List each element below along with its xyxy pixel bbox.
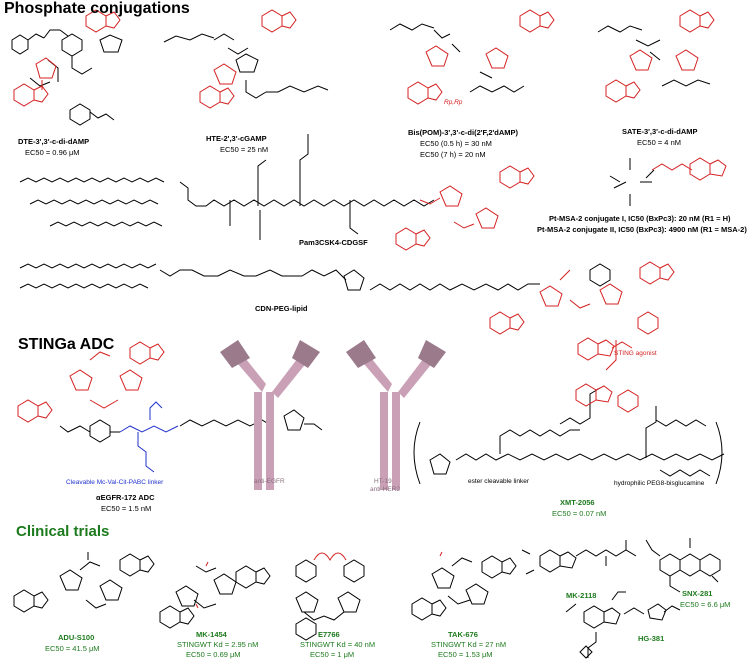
cdnpeg-name: CDN-PEG-lipid (255, 304, 308, 313)
ester-linker-label: ester cleavable linker (468, 478, 530, 485)
ht19-label: HT-19 (374, 478, 392, 485)
hte-structure (163, 33, 329, 99)
egfr-adc-ec50: EC50 = 1.5 nM (101, 504, 152, 513)
egfr-linker-black (59, 409, 323, 443)
mk2118-structure (521, 540, 637, 575)
mk1454-red-marks (195, 561, 209, 609)
section-title-clinical: Clinical trials (16, 523, 110, 540)
cdnpeg-lipid (19, 263, 611, 291)
egfr-adc-name: αEGFR-172 ADC (96, 493, 155, 502)
bispom-ec50-short: EC50 (0.5 h) = 30 nM (420, 139, 492, 148)
e7766-name: E7766 (318, 630, 340, 639)
adu-name: ADU-S100 (58, 633, 95, 642)
pam-cdg-red-part (395, 165, 535, 251)
e7766-red-bridge (313, 552, 347, 562)
hg381-name: HG-381 (638, 634, 665, 643)
linker-label: Cleavable Mc-Val-Cit-PABC linker (66, 479, 164, 486)
section-title-adc: STINGa ADC (18, 336, 115, 353)
mk1454-kd: STINGWT Kd = 2.95 nM (177, 640, 259, 649)
adu-s100-structure (13, 552, 155, 613)
bispom-red-part (407, 9, 555, 105)
hte-red-part (199, 9, 297, 109)
hte-name: HTE-2',3'-cGAMP (206, 134, 267, 143)
bispom-ec50-long: EC50 (7 h) = 20 nM (420, 150, 486, 159)
tak676-kd: STINGWT Kd = 27 nM (431, 640, 507, 649)
xmt-ec50: EC50 = 0.07 nM (552, 509, 607, 518)
tak676-name: TAK-676 (448, 630, 478, 639)
mk2118-name: MK-2118 (566, 591, 597, 600)
e7766-structure (295, 559, 365, 641)
bispom-structure (389, 23, 525, 93)
bispom-stereo: Rp,Rp (444, 99, 463, 106)
sting-agonist-label: STING agonist (614, 350, 657, 357)
anti-egfr-antibody (220, 340, 320, 490)
pt-structure (609, 158, 655, 206)
egfr-linker-blue (119, 401, 179, 473)
mk1454-name: MK-1454 (196, 630, 227, 639)
hte-ec50: EC50 = 25 nM (220, 145, 269, 154)
pam-name: Pam3CSK4-CDGSF (299, 238, 368, 247)
anti-egfr-label: anti-EGFR (254, 478, 285, 485)
dte-red-part (13, 9, 121, 107)
pam-lipid-chains (19, 134, 435, 240)
msa2-red-part (651, 157, 727, 181)
anti-her2-label: anti-HER2 (370, 486, 400, 493)
cdnpeg-red-part (489, 261, 675, 335)
pt-msa2-line1: Pt-MSA-2 conjugate I, IC50 (BxPc3): 20 n… (549, 214, 731, 223)
dte-structure (11, 29, 123, 126)
xmt-sting-agonist-red (575, 311, 659, 413)
sate-ec50: EC50 = 4 nM (637, 138, 681, 147)
hg381-structure (565, 591, 681, 659)
mk1454-ec50: EC50 = 0.69 μM (186, 650, 241, 659)
tak676-ec50: EC50 = 1.53 μM (438, 650, 493, 659)
peg-label: hydrophilic PEG8-bisglucamine (614, 480, 705, 487)
tak676-red-marks (439, 551, 443, 557)
xmt-scaffold (413, 387, 725, 485)
sate-name: SATE-3',3'-c-di-dAMP (622, 127, 698, 136)
dte-ec50: EC50 = 0.96 μM (25, 148, 80, 157)
egfr-cdn-red-part (17, 341, 165, 423)
e7766-ec50: EC50 = 1 μM (310, 650, 355, 659)
e7766-kd: STINGWT Kd = 40 nM (300, 640, 376, 649)
snx281-ec50: EC50 = 6.6 μM (680, 600, 731, 609)
snx281-structure (645, 538, 721, 593)
tak676-structure (411, 555, 517, 621)
bispom-name: Bis(POM)-3',3'-c-di(2'F,2'dAMP) (408, 128, 519, 137)
section-title-phosphate: Phosphate conjugations (4, 0, 190, 17)
ht19-antibody (346, 340, 446, 490)
sate-red-part (605, 9, 715, 103)
xmt-name: XMT-2056 (560, 498, 595, 507)
dte-name: DTE-3',3'-c-di-dAMP (18, 137, 90, 146)
snx281-name: SNX-281 (682, 589, 713, 598)
adu-ec50: EC50 = 41.5 μM (45, 644, 100, 653)
pt-msa2-line2: Pt-MSA-2 conjugate II, IC50 (BxPc3): 490… (537, 225, 747, 234)
sate-structure (597, 25, 711, 87)
mk1454-structure (159, 565, 271, 629)
